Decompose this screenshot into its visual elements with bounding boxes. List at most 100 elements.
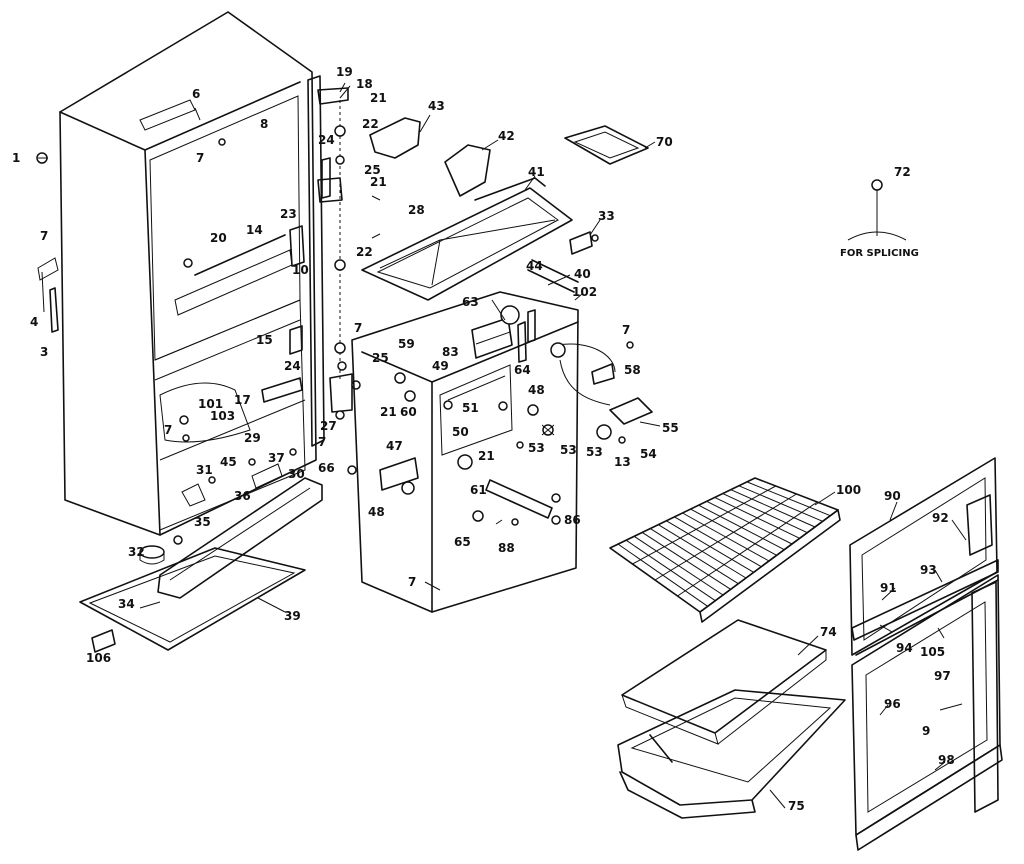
shelf-crossbar — [632, 485, 776, 565]
part-label-59: 59 — [398, 337, 415, 351]
part-label-47: 47 — [386, 439, 403, 453]
part-label-22: 22 — [362, 117, 379, 131]
part-label-101: 101 — [198, 397, 223, 411]
part-label-96: 96 — [884, 697, 901, 711]
part-label-100: 100 — [836, 483, 861, 497]
part-label-36: 36 — [234, 489, 251, 503]
part-label-9: 9 — [922, 724, 930, 738]
part-label-28: 28 — [408, 203, 425, 217]
part-label-64: 64 — [514, 363, 531, 377]
part-label-7: 7 — [622, 323, 630, 337]
crisper — [617, 619, 846, 819]
part-label-90: 90 — [884, 489, 901, 503]
part-label-40: 40 — [574, 267, 591, 281]
part-label-66: 66 — [318, 461, 335, 475]
part-label-103: 103 — [210, 409, 235, 423]
part-label-55: 55 — [662, 421, 679, 435]
part-label-42: 42 — [498, 129, 515, 143]
part-label-21: 21 — [370, 91, 387, 105]
part-label-51: 51 — [462, 401, 479, 415]
part-label-13: 13 — [614, 455, 631, 469]
part-label-86: 86 — [564, 513, 581, 527]
part-label-21: 21 — [370, 175, 387, 189]
part-label-106: 106 — [86, 651, 111, 665]
part-label-60: 60 — [400, 405, 417, 419]
part-label-63: 63 — [462, 295, 479, 309]
part-label-35: 35 — [194, 515, 211, 529]
part-label-30: 30 — [288, 467, 305, 481]
part-label-7: 7 — [318, 435, 326, 449]
part-label-17: 17 — [234, 393, 251, 407]
part-label-15: 15 — [256, 333, 273, 347]
part-label-22: 22 — [356, 245, 373, 259]
part-label-93: 93 — [920, 563, 937, 577]
part-label-53: 53 — [560, 443, 577, 457]
part-label-25: 25 — [364, 163, 381, 177]
part-label-49: 49 — [432, 359, 449, 373]
part-label-1: 1 — [12, 151, 20, 165]
part-label-41: 41 — [528, 165, 545, 179]
part-label-83: 83 — [442, 345, 459, 359]
part-label-20: 20 — [210, 231, 227, 245]
part-label-43: 43 — [428, 99, 445, 113]
part-label-21: 21 — [380, 405, 397, 419]
freezer-frame — [361, 117, 653, 444]
door-gaskets — [849, 457, 1003, 851]
leader-lines — [38, 82, 967, 809]
part-label-19: 19 — [336, 65, 353, 79]
wire-shelf — [609, 477, 841, 623]
part-label-34: 34 — [118, 597, 135, 611]
part-label-48: 48 — [528, 383, 545, 397]
part-label-75: 75 — [788, 799, 805, 813]
part-label-61: 61 — [470, 483, 487, 497]
part-label-72: 72 — [894, 165, 911, 179]
part-label-7: 7 — [196, 151, 204, 165]
part-label-74: 74 — [820, 625, 837, 639]
part-label-7: 7 — [40, 229, 48, 243]
part-label-45: 45 — [220, 455, 237, 469]
liner-box — [347, 291, 579, 613]
part-label-92: 92 — [932, 511, 949, 525]
part-label-33: 33 — [598, 209, 615, 223]
hinge-assembly — [261, 87, 381, 420]
part-label-97: 97 — [934, 669, 951, 683]
part-label-18: 18 — [356, 77, 373, 91]
part-label-88: 88 — [498, 541, 515, 555]
part-label-8: 8 — [260, 117, 268, 131]
part-label-29: 29 — [244, 431, 261, 445]
part-label-98: 98 — [938, 753, 955, 767]
part-label-44: 44 — [526, 259, 543, 273]
part-label-21: 21 — [478, 449, 495, 463]
part-label-39: 39 — [284, 609, 301, 623]
part-label-65: 65 — [454, 535, 471, 549]
shelf-crossbar — [677, 501, 818, 597]
part-label-23: 23 — [280, 207, 297, 221]
part-label-31: 31 — [196, 463, 213, 477]
part-label-6: 6 — [192, 87, 200, 101]
part-label-7: 7 — [164, 423, 172, 437]
part-label-27: 27 — [320, 419, 337, 433]
part-label-54: 54 — [640, 447, 657, 461]
part-label-105: 105 — [920, 645, 945, 659]
part-label-32: 32 — [128, 545, 145, 559]
part-label-48: 48 — [368, 505, 385, 519]
cabinet-shell — [59, 11, 325, 536]
part-label-10: 10 — [292, 263, 309, 277]
part-label-24: 24 — [318, 133, 335, 147]
part-label-4: 4 — [30, 315, 38, 329]
splicing-note: FOR SPLICING — [840, 248, 919, 259]
part-label-37: 37 — [268, 451, 285, 465]
splice-symbol — [847, 179, 907, 241]
part-label-53: 53 — [586, 445, 603, 459]
part-label-3: 3 — [40, 345, 48, 359]
part-label-7: 7 — [408, 575, 416, 589]
part-label-14: 14 — [246, 223, 263, 237]
part-label-50: 50 — [452, 425, 469, 439]
part-label-24: 24 — [284, 359, 301, 373]
shelf-crossbar — [654, 493, 797, 581]
part-label-102: 102 — [572, 285, 597, 299]
part-label-91: 91 — [880, 581, 897, 595]
